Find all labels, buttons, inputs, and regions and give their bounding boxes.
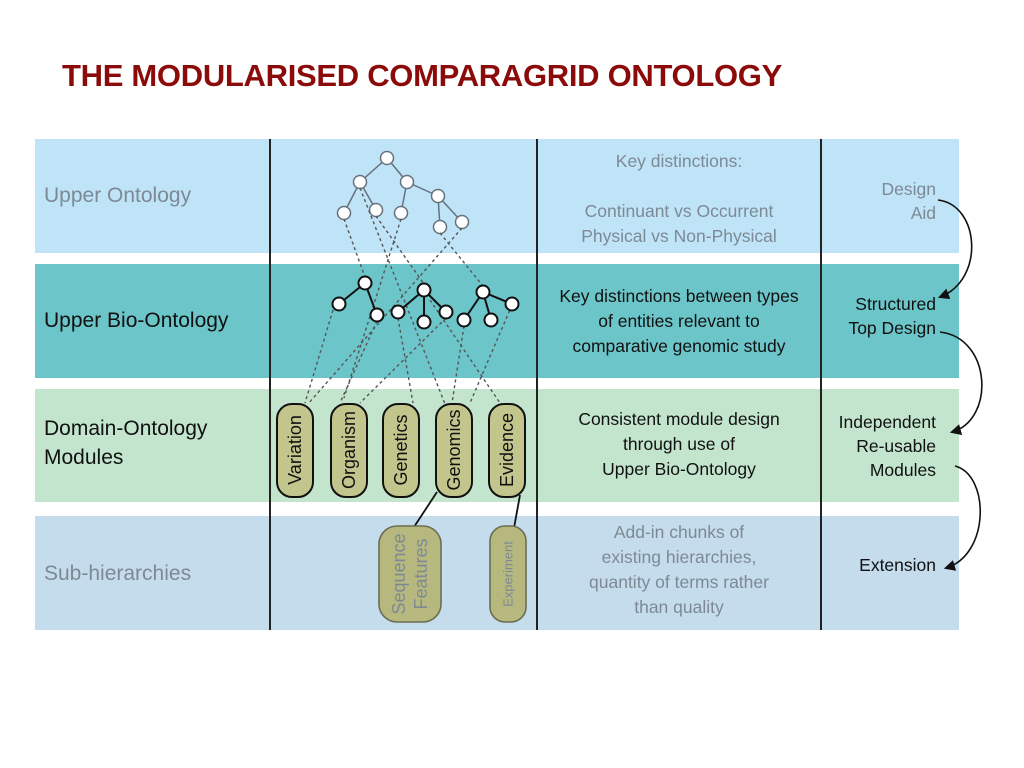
column-divider [269, 139, 271, 630]
sub-module-sequence-features: Sequence Features [378, 525, 442, 623]
column-divider [536, 139, 538, 630]
description-upper-bio-ontology: Key distinctions between types of entiti… [559, 286, 799, 356]
module-label: Organism [339, 411, 359, 489]
arrow-structured-to-independent [939, 331, 983, 435]
module-label: Genomics [444, 409, 464, 490]
upper-ontology-band [35, 139, 959, 253]
description-sub-hierarchies: Add-in chunks of existing hierarchies, q… [589, 522, 769, 617]
sub-module-experiment: Experiment [489, 525, 527, 623]
module-variation: Variation [276, 403, 314, 498]
module-genetics: Genetics [382, 403, 420, 498]
arrow-design-aid-to-structured [937, 199, 973, 300]
note-extension: Extension [859, 555, 936, 575]
sub-hierarchy-connectors [411, 491, 521, 531]
arrow-independent-to-extension [943, 465, 982, 571]
row-label-domain-ontology-modules: Domain-Ontology Modules [44, 417, 208, 469]
sub-module-label: Sequence [389, 533, 409, 614]
row-label-upper-ontology: Upper Ontology [44, 184, 192, 207]
note-independent-reusable-modules: Independent Re-usable Modules [838, 412, 936, 480]
sub-module-label: Features [411, 538, 431, 609]
module-label: Variation [285, 415, 305, 485]
note-design-aid: Design Aid [881, 179, 936, 223]
upper-bio-ontology-trees [331, 275, 520, 330]
page-title: THE MODULARISED COMPARAGRID ONTOLOGY [62, 58, 783, 93]
row-label-sub-hierarchies: Sub-hierarchies [44, 562, 192, 585]
module-label: Genetics [391, 414, 411, 485]
description-domain-ontology-modules: Consistent module design through use of … [578, 409, 780, 479]
row-label-upper-bio-ontology: Upper Bio-Ontology [44, 309, 229, 332]
upper-ontology-tree [336, 150, 470, 235]
module-organism: Organism [330, 403, 368, 498]
module-pills: Variation Organism Genetics Genomics Evi… [276, 403, 526, 498]
module-evidence: Evidence [488, 403, 526, 498]
module-genomics: Genomics [435, 403, 473, 498]
description-upper-ontology: Key distinctions: Continuant vs Occurren… [581, 151, 777, 246]
dotted-link-lines [304, 187, 513, 405]
module-label: Evidence [497, 413, 517, 487]
sub-hierarchy-pills: Sequence Features Experiment [378, 525, 527, 623]
sub-module-label: Experiment [501, 541, 516, 607]
note-structured-top-design: Structured Top Design [848, 294, 936, 338]
flow-arrows [937, 199, 983, 571]
column-divider [820, 139, 822, 630]
